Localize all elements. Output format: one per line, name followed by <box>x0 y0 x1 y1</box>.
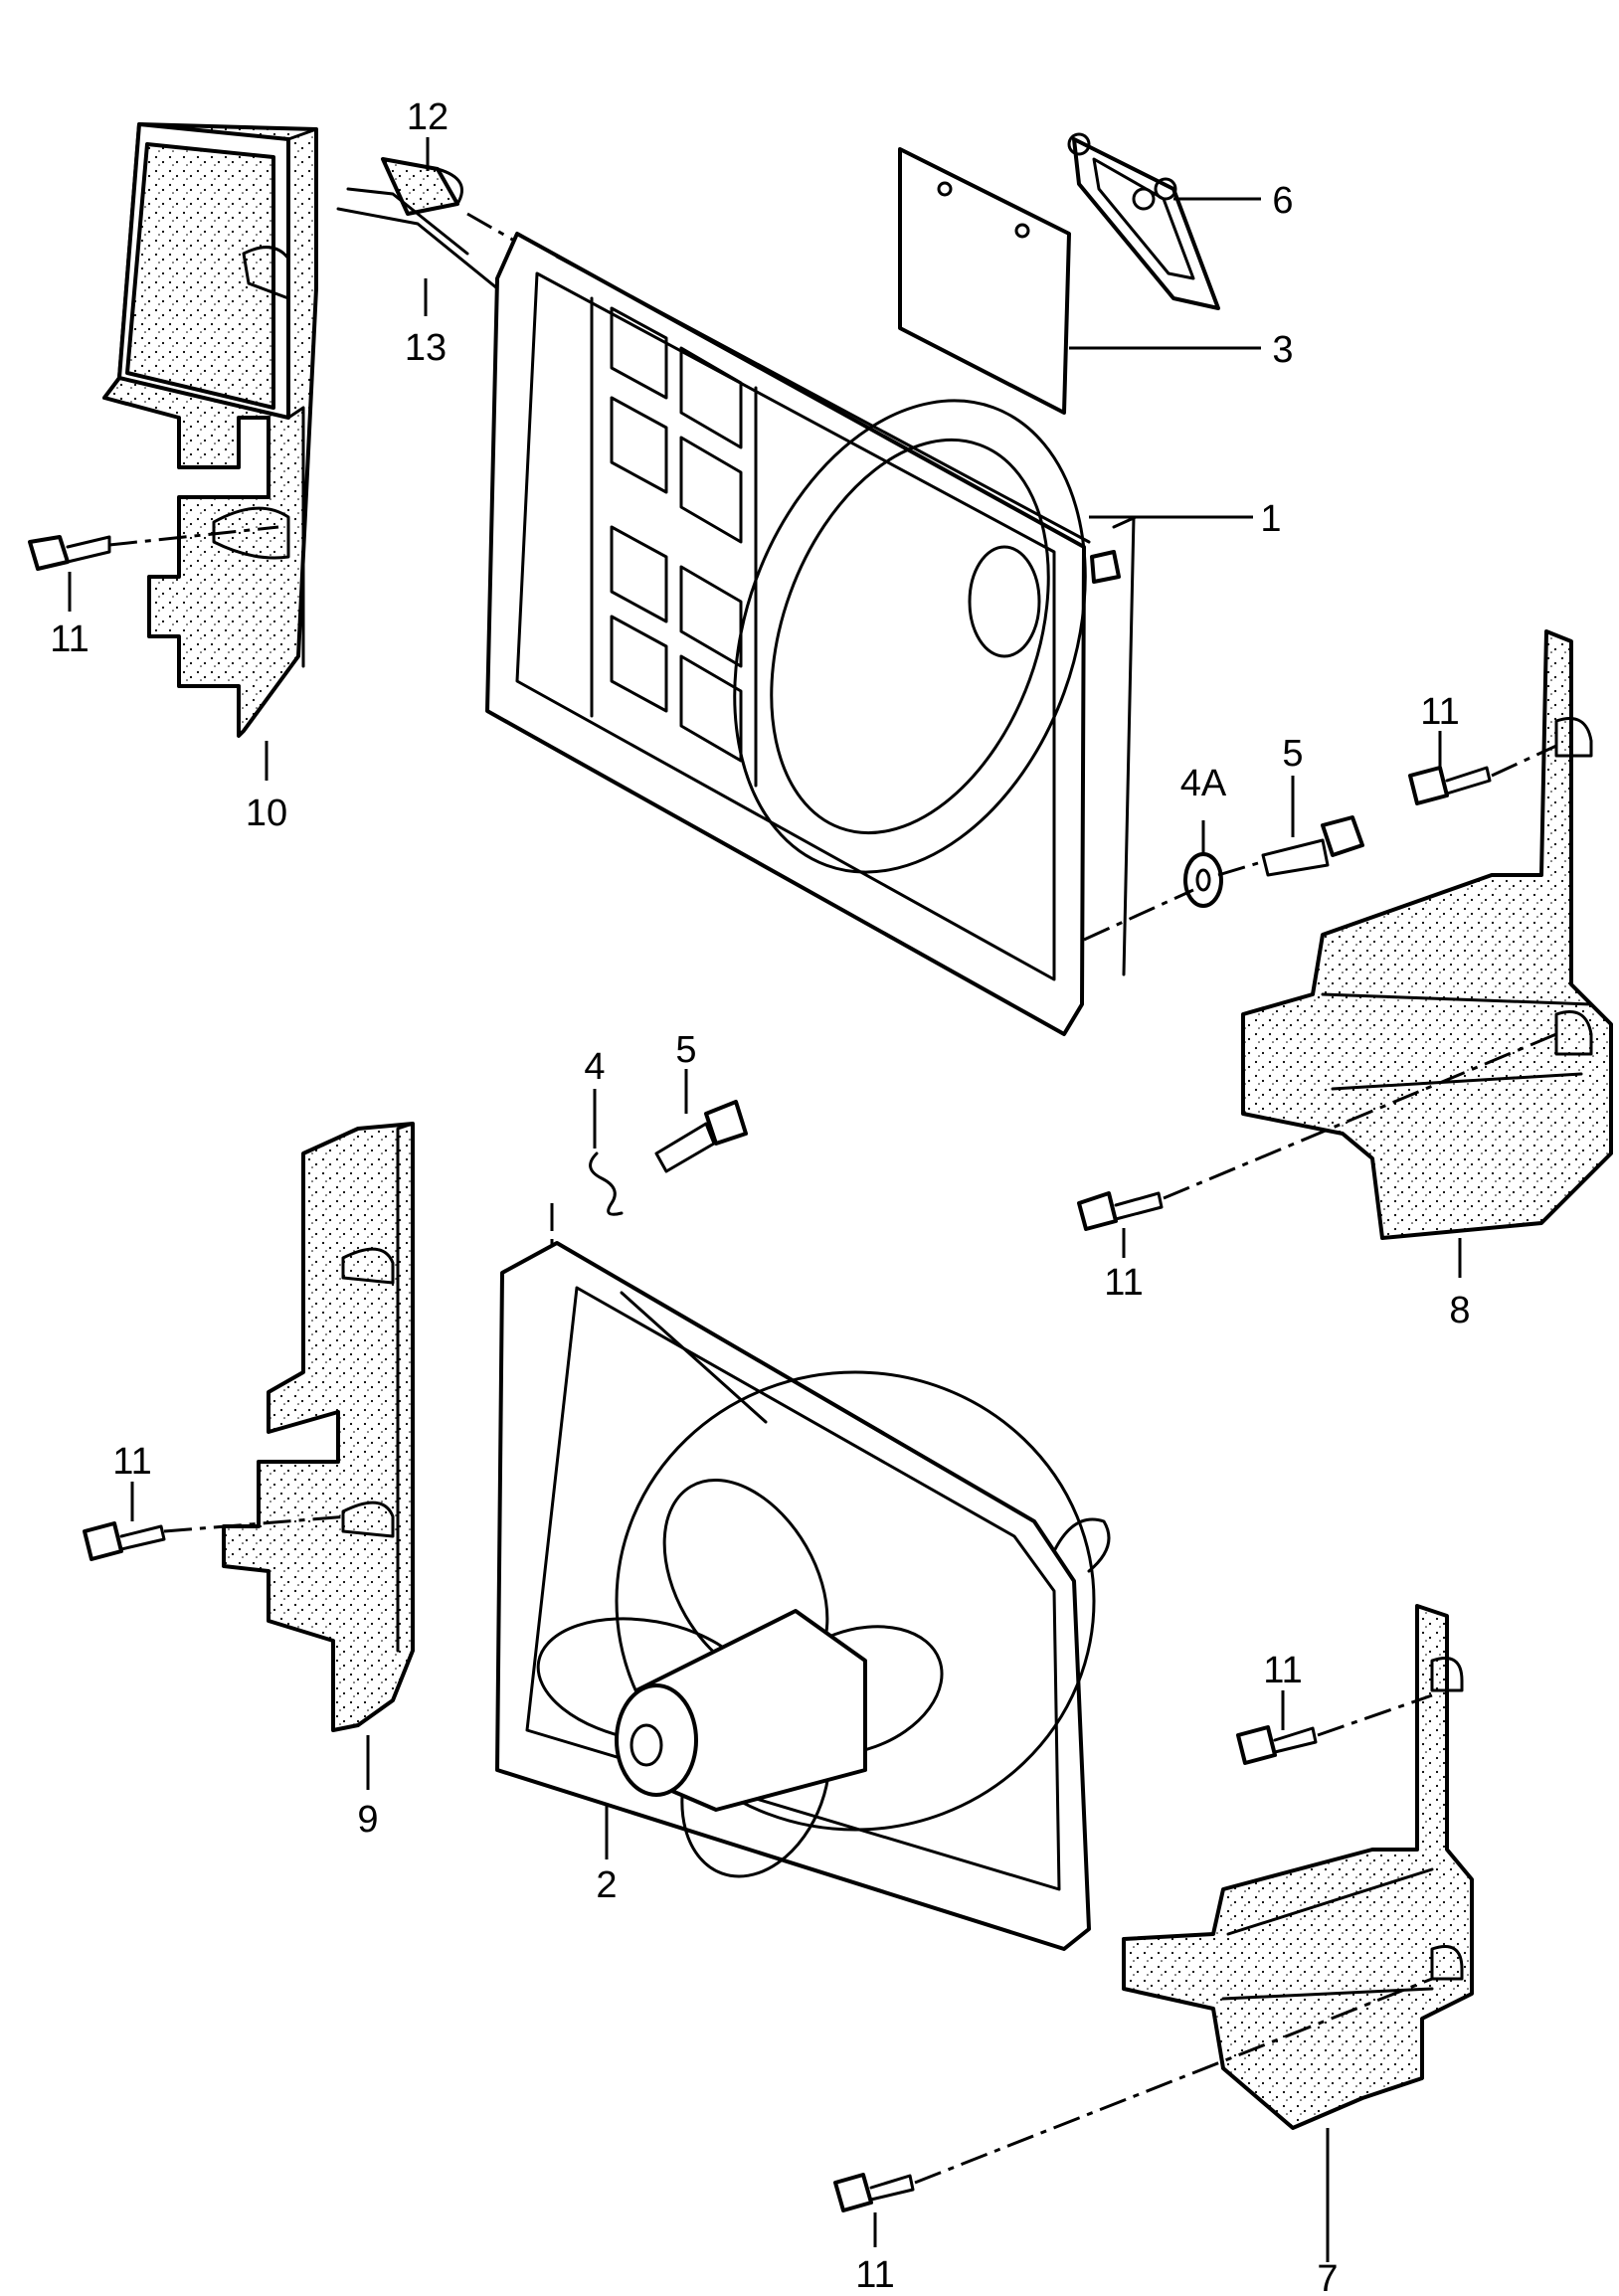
callout-8: 8 <box>1449 1290 1470 1331</box>
callout-12: 12 <box>407 96 449 138</box>
callout-5-middle: 5 <box>675 1029 696 1071</box>
callout-4a: 4A <box>1180 763 1227 804</box>
callout-labels: 12 13 6 3 1 4A 5 11 11 10 4 5 11 8 11 9 … <box>50 96 1470 2296</box>
callout-11-left-mid: 11 <box>112 1441 151 1483</box>
screw-part-5-upper <box>1261 815 1364 877</box>
callout-4: 4 <box>584 1046 605 1088</box>
shroud-grid <box>590 296 758 788</box>
callout-5-upper: 5 <box>1282 733 1303 775</box>
washer-part-4a <box>1183 852 1223 908</box>
screw-part-5-middle <box>654 1100 748 1173</box>
fan-motor <box>615 1609 867 1812</box>
callout-13: 13 <box>405 327 447 369</box>
screw-part-11-right-top <box>1408 766 1492 805</box>
screw-part-11-right-mid <box>1077 1191 1164 1231</box>
callout-2: 2 <box>596 1864 617 1906</box>
callout-11-left-top: 11 <box>50 618 89 660</box>
callout-11-right-top: 11 <box>1420 691 1459 733</box>
screw-part-11-left-mid <box>83 1521 166 1561</box>
callout-10: 10 <box>246 793 287 834</box>
clip-part-4 <box>589 1151 624 1216</box>
callout-1: 1 <box>1260 498 1281 540</box>
callout-11-bottom: 11 <box>855 2254 894 2296</box>
leader-lines <box>68 137 1462 2262</box>
screw-part-11-left-top <box>28 535 111 571</box>
callout-7: 7 <box>1317 2258 1338 2296</box>
cover-plate-part-3 <box>898 147 1071 415</box>
fan-assembly-part-2 <box>495 1241 1111 1951</box>
callout-3: 3 <box>1272 329 1293 371</box>
screw-part-11-bottom <box>833 2173 915 2212</box>
callout-9: 9 <box>357 1799 378 1841</box>
air-guide-part-9 <box>222 1122 415 1732</box>
air-guide-part-8 <box>1241 629 1613 1240</box>
screw-part-11-right-low <box>1236 1725 1318 1765</box>
bracket-part-6 <box>1067 132 1220 310</box>
callout-11-right-low: 11 <box>1263 1650 1302 1691</box>
fan-shroud-part-1 <box>485 232 1138 1036</box>
clip-part-12 <box>381 157 463 216</box>
callout-6: 6 <box>1272 180 1293 222</box>
air-guide-part-10 <box>102 122 318 738</box>
callout-11-right-mid: 11 <box>1104 1262 1143 1304</box>
